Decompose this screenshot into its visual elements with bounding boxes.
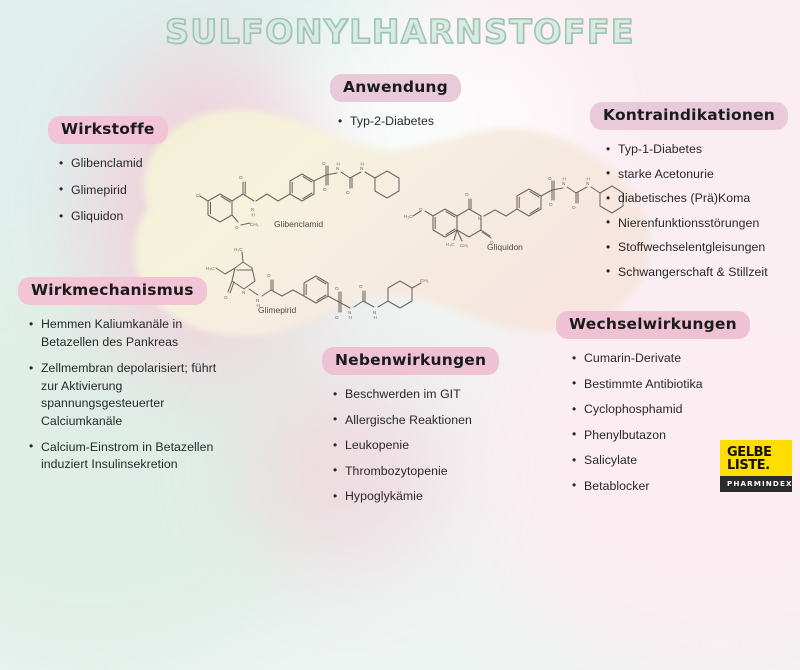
list-item: diabetisches (Prä)Koma [604,190,795,207]
list-item: Salicylate [570,452,756,469]
list-item: Stoffwechselentgleisungen [604,239,795,256]
list-item: Hypoglykämie [331,488,522,505]
list-item: Calcium-Einstrom in Betazellen induziert… [27,438,233,474]
section-heading-anwendung: Anwendung [330,74,461,103]
list-item: Nierenfunktionsstörungen [604,214,795,232]
section-heading-kontraindikationen: Kontraindikationen [590,102,789,131]
list-item: Schwangerschaft & Stillzeit [604,263,795,281]
list-item: Zellmembran depolarisiert; führt zur Akt… [27,360,233,430]
list-item: Typ-2-Diabetes [336,113,510,130]
section-heading-wirkstoffe: Wirkstoffe [48,116,168,145]
logo-yellow-block: GELBE LISTE. [720,439,792,476]
section-anwendung: Anwendung Typ-2-Diabetes [330,74,510,136]
list-nebenwirkungen: Beschwerden im GIT Allergische Reaktione… [331,386,522,505]
logo-line-gelbe: GELBE [727,444,772,460]
list-anwendung: Typ-2-Diabetes [336,113,510,130]
section-heading-nebenwirkungen: Nebenwirkungen [322,347,500,376]
logo-tagline-pharmindex: PHARMINDEX [720,476,792,492]
list-item: Allergische Reaktionen [331,411,522,429]
list-item: Typ-1-Diabetes [604,141,795,158]
list-item: Cumarin-Derivate [570,350,756,367]
list-wechselwirkungen: Cumarin-Derivate Bestimmte Antibiotika C… [570,350,756,495]
gelbe-liste-logo[interactable]: GELBE LISTE. PHARMINDEX [720,439,792,492]
content-layer: SULFONYLHARNSTOFFE Wirkstoffe Glibenclam… [0,0,800,500]
list-wirkmechanismus: Hemmen Kaliumkanäle in Betazellen des Pa… [27,316,233,474]
section-heading-wechselwirkungen: Wechselwirkungen [556,311,750,340]
section-nebenwirkungen: Nebenwirkungen Beschwerden im GIT Allerg… [322,347,522,514]
list-item: Betablocker [570,477,756,495]
list-item: Glimepirid [57,181,218,199]
list-item: starke Acetonurie [604,165,795,183]
page-title: SULFONYLHARNSTOFFE [164,11,635,52]
list-wirkstoffe: Glibenclamid Glimepirid Gliquidon [57,155,218,225]
list-item: Cyclophosphamid [570,401,756,418]
list-item: Gliquidon [57,208,218,225]
list-item: Beschwerden im GIT [331,386,522,403]
list-kontraindikationen: Typ-1-Diabetes starke Acetonurie diabeti… [604,141,795,281]
list-item: Leukopenie [331,437,522,454]
section-wirkstoffe: Wirkstoffe Glibenclamid Glimepirid Gliqu… [48,116,218,235]
section-heading-wirkmechanismus: Wirkmechanismus [18,277,207,306]
list-item: Thrombozytopenie [331,462,522,480]
section-kontraindikationen: Kontraindikationen Typ-1-Diabetes starke… [590,102,795,288]
list-item: Glibenclamid [57,155,218,172]
organic-blob-shape [78,96,678,356]
section-wirkmechanismus: Wirkmechanismus Hemmen Kaliumkanäle in B… [18,277,233,483]
section-wechselwirkungen: Wechselwirkungen Cumarin-Derivate Bestim… [556,311,756,503]
list-item: Phenylbutazon [570,426,756,444]
list-item: Bestimmte Antibiotika [570,375,756,393]
logo-line-liste: LISTE. [727,457,770,473]
list-item: Hemmen Kaliumkanäle in Betazellen des Pa… [27,316,233,351]
page-title-wrap: SULFONYLHARNSTOFFE [0,11,800,52]
